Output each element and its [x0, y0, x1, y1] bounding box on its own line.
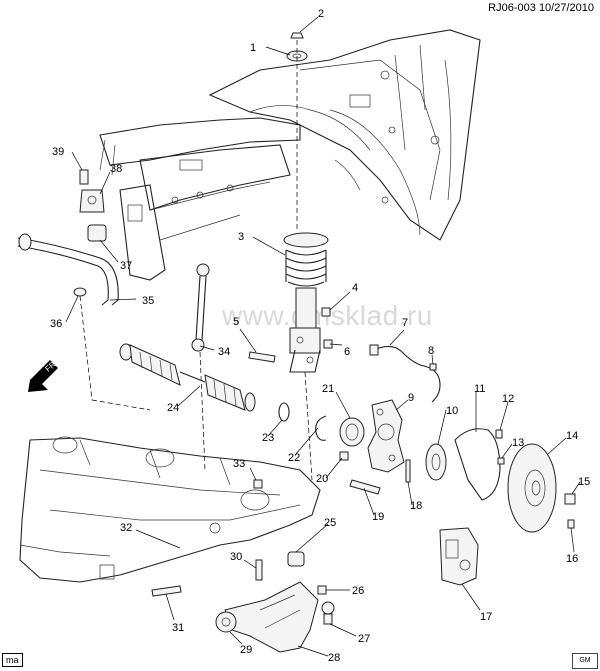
front-direction-arrow-icon: FRT: [28, 357, 61, 392]
callout-35: 35: [142, 295, 154, 307]
stabilizer-bar: [17, 233, 119, 306]
leader-lines: [65, 16, 581, 657]
rotor-bolt: [567, 519, 575, 529]
drive-axle: [119, 343, 256, 412]
callout-6: 6: [344, 346, 350, 358]
cradle-mount-bolt: [151, 585, 182, 597]
wheel-speed-sensor: [369, 344, 441, 403]
callout-15: 15: [578, 476, 590, 488]
callout-16: 16: [566, 553, 578, 565]
callout-29: 29: [240, 644, 252, 656]
strut-nut-lower: [321, 307, 331, 317]
sensor-clip: [429, 363, 437, 371]
callout-14: 14: [566, 430, 578, 442]
stabilizer-link: [191, 263, 210, 352]
clamp-bolt: [79, 169, 89, 185]
stabilizer-bushing: [87, 224, 107, 242]
front-bushing: [215, 611, 237, 633]
callout-32: 32: [120, 522, 132, 534]
strut-spring-assembly: [283, 232, 329, 373]
lower-control-arm: [224, 581, 319, 653]
callout-39: 39: [52, 146, 64, 158]
snap-ring: [278, 402, 290, 422]
shield-nut: [497, 457, 505, 465]
callout-22: 22: [288, 452, 300, 464]
corner-tag: ma: [2, 653, 23, 667]
splash-shield: [454, 428, 501, 501]
brake-rotor: [507, 443, 557, 533]
wheel-hub: [425, 443, 447, 481]
callout-13: 13: [512, 437, 524, 449]
wheel-bearing: [339, 417, 365, 447]
rear-bushing: [287, 551, 305, 567]
callout-9: 9: [408, 392, 414, 404]
callout-25: 25: [324, 517, 336, 529]
retaining-ring: [315, 415, 327, 441]
callout-3: 3: [238, 231, 244, 243]
callout-1: 1: [250, 42, 256, 54]
diagram-header: RJ06-003 10/27/2010: [488, 2, 594, 14]
gm-logo-icon: GM: [572, 653, 598, 669]
callout-4: 4: [352, 282, 358, 294]
callout-5: 5: [233, 316, 239, 328]
callout-38: 38: [110, 163, 122, 175]
cradle-stud: [253, 479, 263, 489]
body-structure: [208, 29, 481, 241]
callout-21: 21: [322, 383, 334, 395]
lower-knuckle-bolt: [339, 451, 349, 461]
shield-bolt: [495, 429, 503, 439]
callout-18: 18: [410, 500, 422, 512]
knuckle-bolt: [405, 459, 411, 483]
callout-37: 37: [120, 260, 132, 272]
callout-8: 8: [428, 345, 434, 357]
callout-12: 12: [502, 393, 514, 405]
callout-labels: 1 2 3 4 5 6 7 8 9 10 11 12 13 14 15 16 1…: [50, 8, 590, 664]
stabilizer-clamp: [79, 189, 105, 213]
link-bushing: [73, 287, 87, 297]
callout-28: 28: [328, 652, 340, 664]
callout-11: 11: [474, 383, 485, 395]
cradle-bolt: [255, 559, 263, 581]
knuckle-pinch-bolt: [349, 479, 381, 495]
engine-cradle: [19, 436, 321, 583]
steering-knuckle: [367, 399, 405, 473]
hub-nut: [564, 493, 576, 505]
callout-19: 19: [372, 511, 384, 523]
callout-26: 26: [352, 585, 364, 597]
diagram-date: 10/27/2010: [538, 2, 594, 14]
brake-caliper: [439, 527, 479, 586]
callout-17: 17: [480, 611, 492, 623]
callout-31: 31: [172, 622, 184, 634]
callout-23: 23: [262, 432, 274, 444]
callout-36: 36: [50, 318, 62, 330]
callout-24: 24: [167, 402, 179, 414]
callout-33: 33: [233, 458, 245, 470]
ball-joint: [321, 601, 335, 625]
callout-27: 27: [358, 633, 370, 645]
callout-30: 30: [230, 551, 242, 563]
strut-bolt: [248, 351, 276, 363]
callout-34: 34: [218, 346, 230, 358]
reference-code: RJ06-003: [488, 2, 536, 14]
callout-7: 7: [402, 317, 408, 329]
callout-20: 20: [316, 473, 328, 485]
strut-nut: [290, 32, 304, 39]
ball-joint-nut: [317, 585, 327, 595]
callout-2: 2: [318, 8, 324, 20]
callout-10: 10: [446, 405, 458, 417]
front-frame-rail: [99, 117, 301, 281]
